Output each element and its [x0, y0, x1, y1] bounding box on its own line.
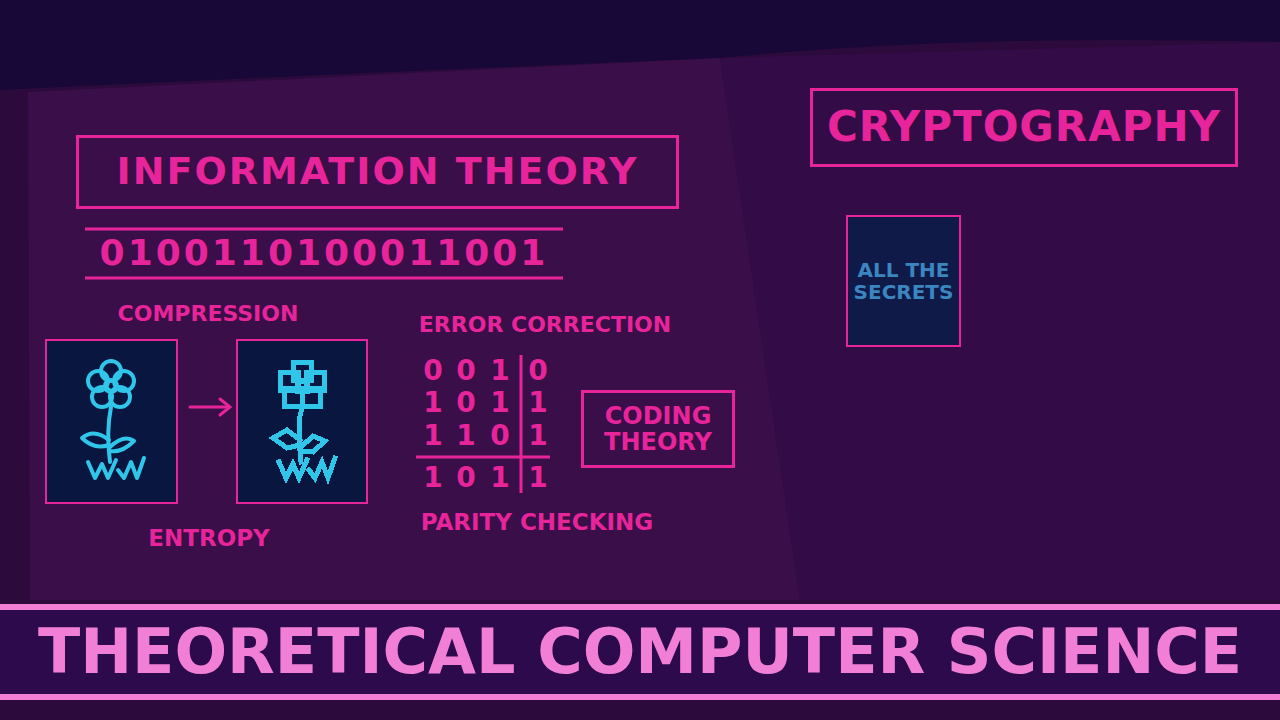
matrix-cell: 1 [490, 357, 509, 385]
matrix-cell: 0 [528, 357, 547, 385]
section-title-box: CRYPTOGRAPHY [810, 88, 1238, 167]
pixel-flower-drawing [273, 362, 335, 478]
banner-band: THEORETICAL COMPUTER SCIENCE [0, 604, 1280, 700]
box-text: CODING THEORY [592, 403, 724, 456]
image-frame [237, 340, 367, 503]
matrix-cell: 1 [456, 422, 475, 450]
arrow [190, 399, 230, 415]
right-panel [720, 42, 1280, 600]
matrix-cell: 0 [456, 357, 475, 385]
left-panel [28, 58, 800, 600]
matrix-cell: 1 [423, 422, 442, 450]
matrix-cell: 1 [423, 464, 442, 492]
matrix-cell: 0 [490, 422, 509, 450]
matrix-cell: 1 [490, 464, 509, 492]
box-text: THEORETICAL COMPUTER SCIENCE [38, 618, 1242, 686]
image-frame [46, 340, 177, 503]
matrix-cell: 1 [528, 422, 547, 450]
matrix-cell: 1 [423, 389, 442, 417]
section-title-box: INFORMATION THEORY [76, 135, 679, 209]
matrix-cell: 0 [423, 357, 442, 385]
box-text: CRYPTOGRAPHY [827, 104, 1221, 150]
secrets-box: ALL THE SECRETS [846, 215, 961, 347]
box-text: ALL THE SECRETS [852, 259, 955, 303]
binary-string: 0100110100011001 [100, 235, 549, 271]
matrix-cell: 1 [528, 389, 547, 417]
box-text: INFORMATION THEORY [117, 151, 639, 193]
rule-line [85, 228, 563, 231]
matrix-cell: 1 [490, 389, 509, 417]
matrix-divider [416, 456, 550, 459]
matrix-cell: 0 [456, 464, 475, 492]
matrix-divider [520, 355, 523, 493]
section-label: PARITY CHECKING [421, 511, 653, 534]
section-label: ERROR CORRECTION [419, 314, 671, 336]
flower-drawing [82, 361, 144, 478]
section-label: COMPRESSION [118, 303, 299, 325]
matrix-cell: 1 [528, 464, 547, 492]
topic-box: CODING THEORY [581, 390, 735, 468]
section-label: ENTROPY [148, 527, 269, 550]
matrix-cell: 0 [456, 389, 475, 417]
rule-line [85, 277, 563, 280]
